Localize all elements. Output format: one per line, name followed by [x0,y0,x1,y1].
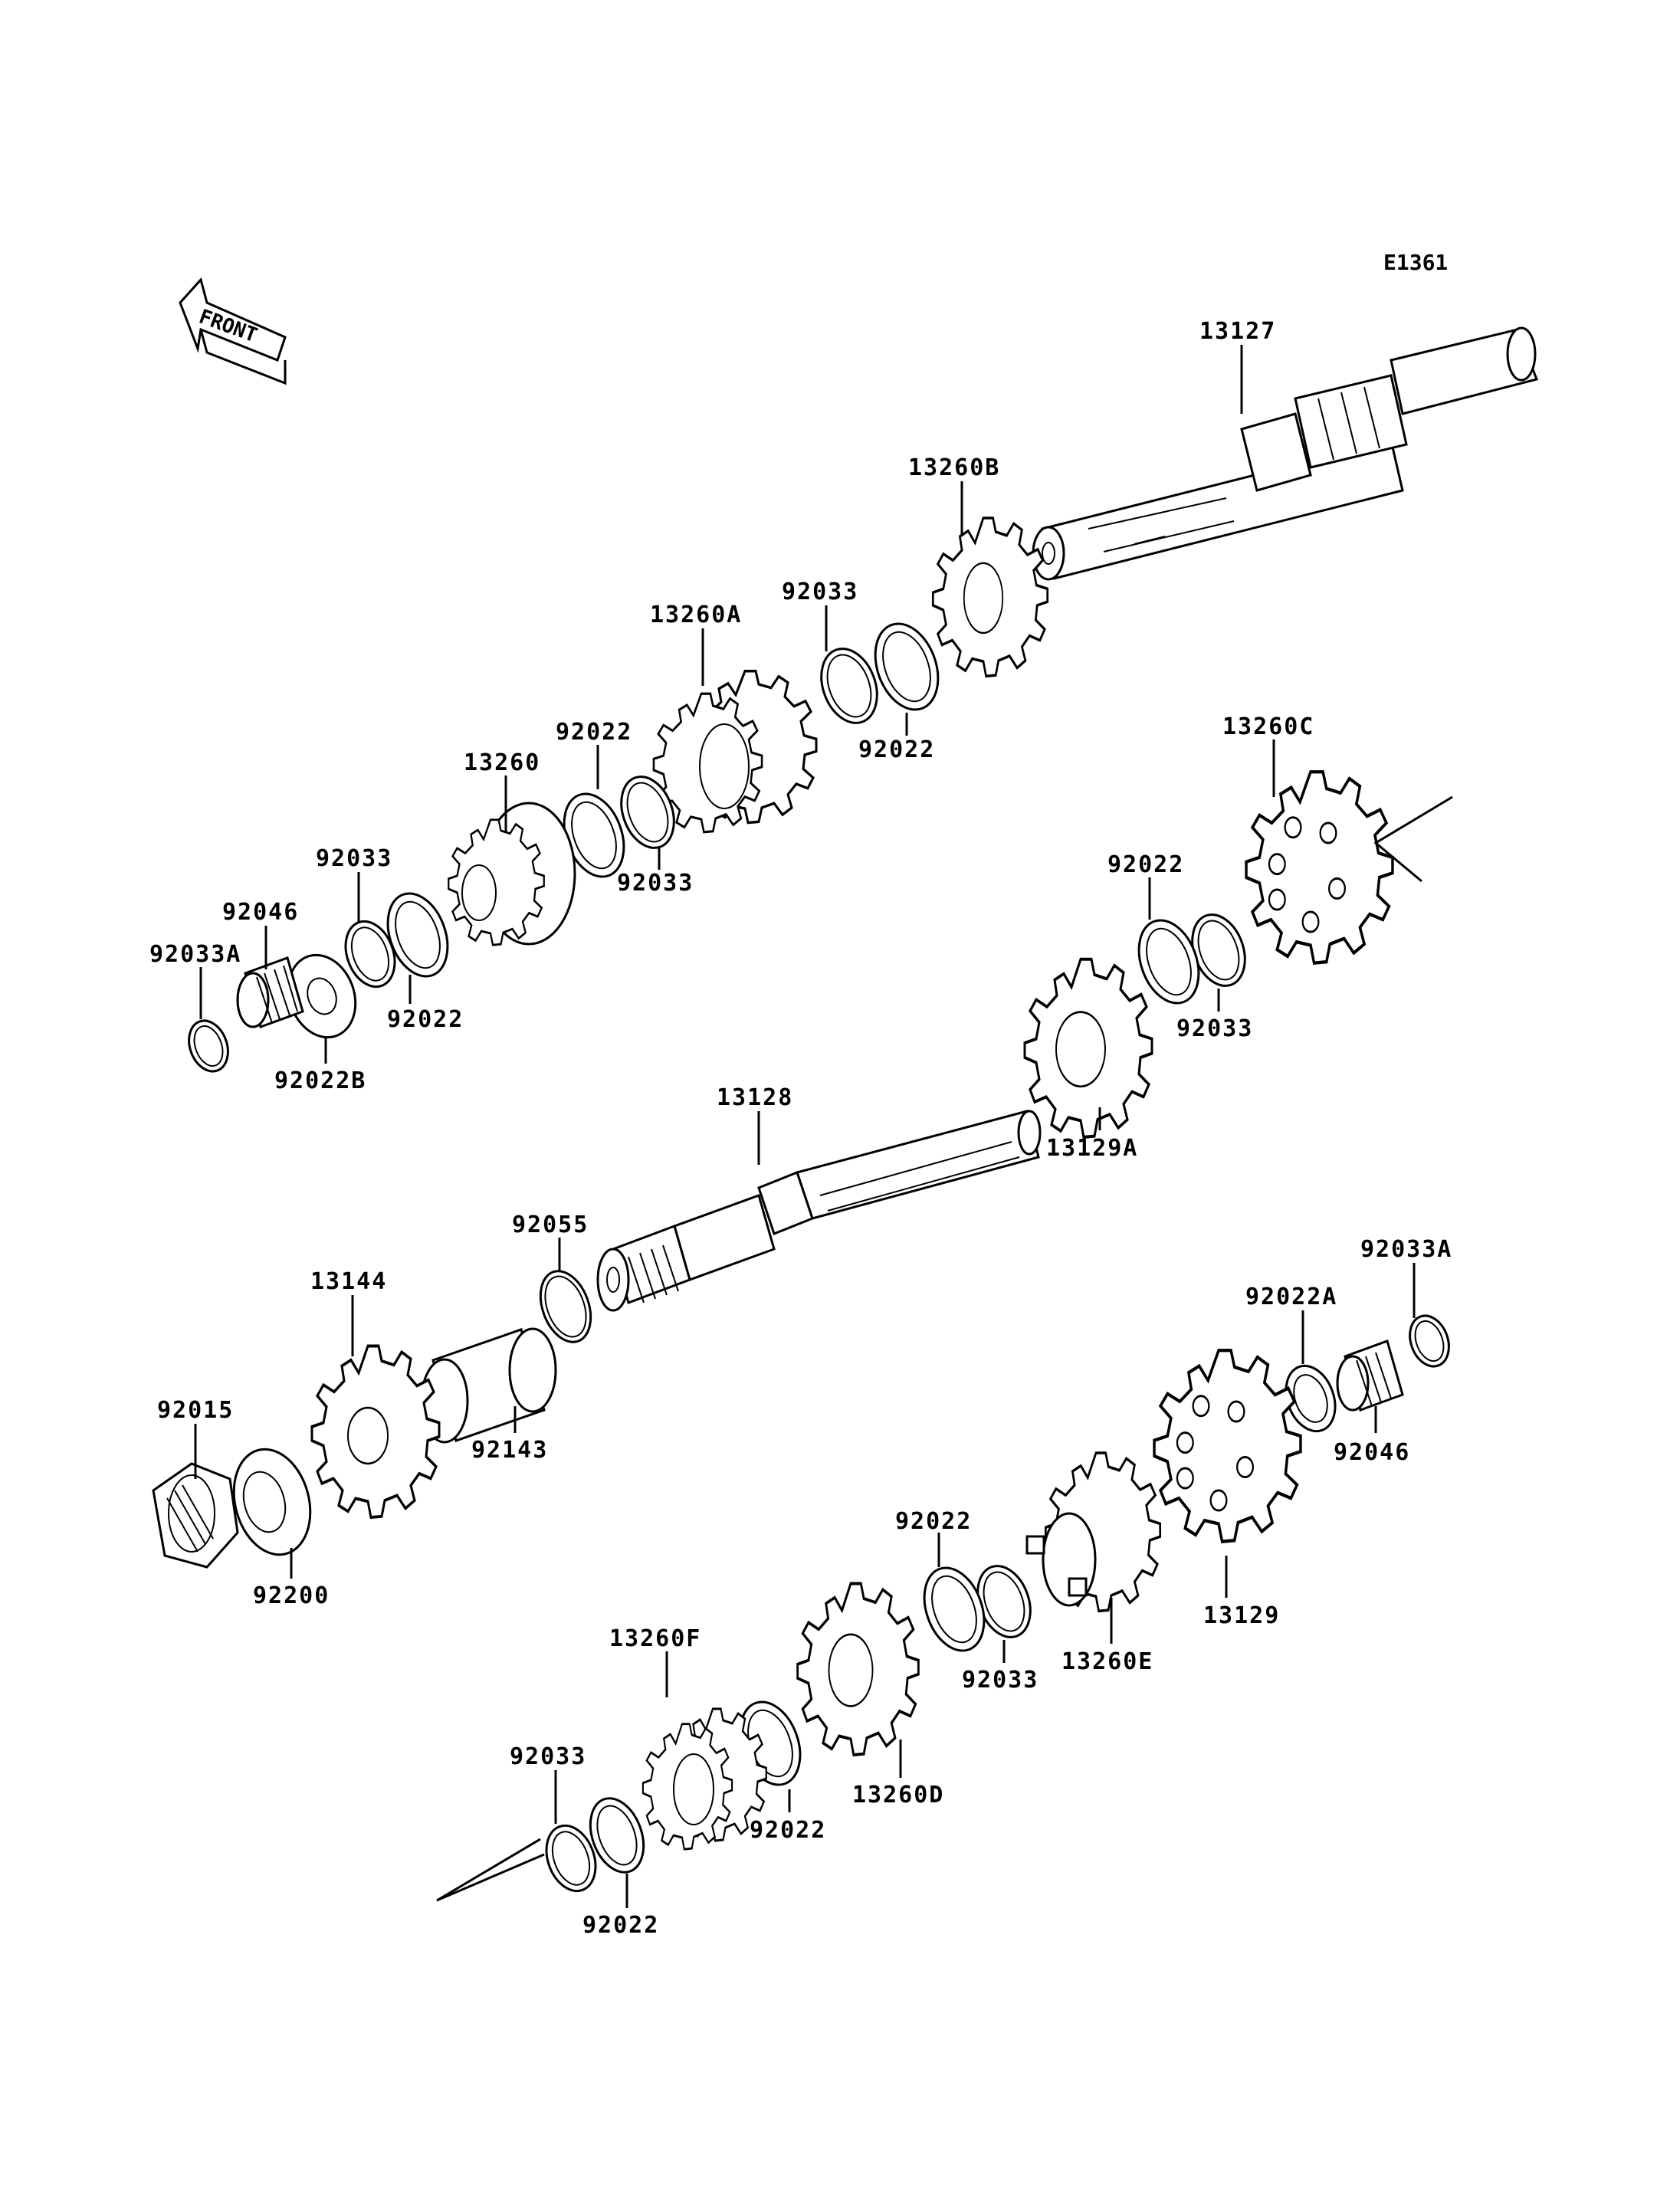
gear-13260F [641,1707,768,1851]
label-92022-low: 92022 [895,1508,972,1535]
collar-92143 [420,1327,557,1444]
label-13260: 13260 [464,749,540,776]
circlip-92033-bottom [545,1824,597,1893]
label-13128: 13128 [717,1084,793,1111]
label-92022-top: 92022 [858,736,935,763]
washer-92022-top [874,622,940,711]
label-92046-left: 92046 [222,899,299,926]
gear-13260B [931,516,1049,678]
label-13260E: 13260E [1061,1648,1153,1675]
gear-13129A [1025,959,1152,1137]
label-13129A: 13129A [1046,1135,1138,1162]
gear-13260 [447,802,576,946]
sprocket-13144 [310,1344,441,1520]
label-92033A-right: 92033A [1360,1236,1452,1263]
washer-92022-right [1137,919,1200,1005]
nut-92015 [152,1462,239,1569]
label-92033-mid: 92033 [617,870,694,897]
label-13129: 13129 [1203,1602,1280,1629]
alignment-mark-lower [436,1838,545,1902]
label-92033A-left: 92033A [149,941,241,968]
gear-13260E [1025,1451,1162,1613]
lock-washer-92200 [232,1448,312,1556]
label-13260A: 13260A [650,602,742,628]
gear-13260D [796,1582,920,1757]
label-92200: 92200 [253,1582,330,1609]
label-92046-right: 92046 [1334,1439,1410,1466]
circlip-92033-left [344,920,396,989]
label-92022-mid: 92022 [556,719,632,746]
label-13127: 13127 [1199,318,1276,345]
countershaft-13128 [596,1110,1042,1312]
label-92033-low: 92033 [962,1667,1039,1694]
needle-bearing-92046-left [236,956,304,1028]
circlip-92033A-left [188,1019,229,1073]
circlip-92033A-right [1409,1314,1450,1368]
alignment-mark-upper [1373,795,1453,883]
front-direction-arrow-icon: FRONT [179,277,287,385]
label-92015: 92015 [157,1397,234,1424]
leader-lines [194,345,1416,1908]
label-92022-bottom: 92022 [582,1912,659,1939]
label-13260D: 13260D [852,1782,944,1808]
label-92033-left: 92033 [316,845,392,872]
label-92022B: 92022B [274,1067,366,1094]
washer-92022-bottom [589,1797,645,1874]
washer-92022-low [923,1566,986,1652]
diagram-reference-code: E1361 [1383,250,1448,275]
o-ring-92055 [539,1270,592,1343]
gear-13260C [1246,772,1393,962]
label-13260C: 13260C [1222,713,1314,740]
label-13260B: 13260B [908,454,1000,481]
circlip-92033-low [976,1565,1032,1638]
label-92033-top: 92033 [782,579,858,605]
label-13260F: 13260F [609,1625,701,1652]
needle-bearing-92046-right [1336,1340,1404,1412]
mainshaft-13127 [1032,326,1539,581]
label-92022-lowmid: 92022 [750,1817,826,1844]
label-92143: 92143 [471,1437,548,1464]
label-92022-left: 92022 [387,1006,464,1033]
circlip-92033-top [820,648,878,724]
gear-13129 [1154,1350,1301,1541]
label-92033-right: 92033 [1176,1015,1253,1042]
label-92033-bottom: 92033 [510,1743,586,1770]
label-13144: 13144 [310,1268,387,1295]
label-92055: 92055 [512,1212,589,1238]
label-92022-right: 92022 [1107,851,1184,878]
gear-13260A [652,670,818,834]
label-92022A: 92022A [1245,1284,1337,1310]
